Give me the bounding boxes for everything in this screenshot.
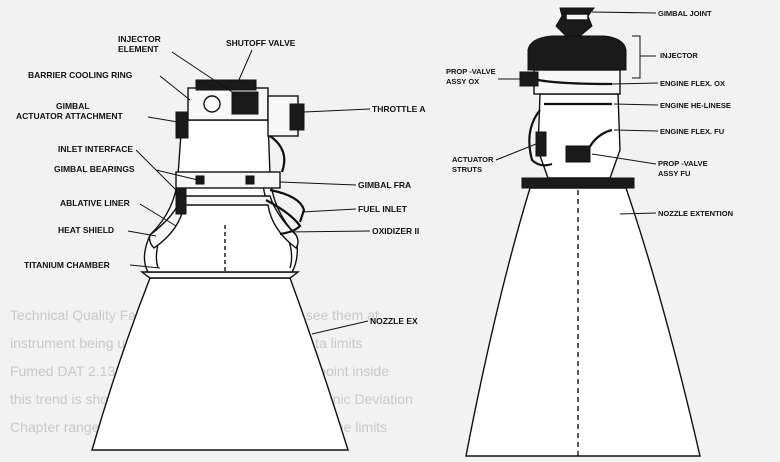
- label-gimbal-frame: GIMBAL FRA: [358, 180, 411, 190]
- left-throttle-motor: [289, 103, 305, 131]
- right-nozzle-extension: [465, 187, 701, 457]
- right-gimbal-joint-collar: [565, 13, 589, 21]
- label-injector-element-1: INJECTOR: [118, 34, 161, 44]
- leader-shutoff-valve: [237, 49, 253, 83]
- injector-bracket: [632, 35, 641, 79]
- leader-titanium-chamber: [129, 264, 161, 269]
- right-gimbal-joint: [555, 7, 595, 37]
- left-gimbal-actuator-attachment: [175, 111, 189, 139]
- left-engine: [91, 79, 349, 451]
- leader-barrier-cooling-ring: [159, 75, 191, 101]
- left-heat-shield: [148, 195, 299, 250]
- leader-prop-valve-fu: [591, 153, 657, 165]
- label-nozzle-extension: NOZZLE EX: [370, 316, 418, 326]
- label-nozzle-extention: NOZZLE EXTENTION: [658, 209, 733, 218]
- leader-fuel-inlet: [301, 208, 357, 213]
- right-labels: GIMBAL JOINT INJECTOR PROP -VALVE ASSY O…: [446, 9, 733, 218]
- leader-engine-he-linese: [613, 103, 659, 106]
- left-nozzle-extension: [91, 277, 349, 451]
- leader-engine-flex-fu: [613, 129, 659, 132]
- right-actuator-strut-line: [528, 109, 553, 167]
- leader-throttle: [303, 108, 371, 113]
- right-injector-manifold: [533, 69, 621, 95]
- left-gimbal-bearing-2: [245, 175, 255, 185]
- leader-gimbal-actuator: [147, 116, 179, 123]
- left-shutoff-valve-block: [195, 79, 257, 91]
- label-injector-element-2: ELEMENT: [118, 44, 159, 54]
- label-prop-valve-ox-1: PROP -VALVE: [446, 67, 496, 76]
- label-heat-shield: HEAT SHIELD: [58, 225, 114, 235]
- leader-gimbal-frame: [279, 181, 357, 186]
- label-gimbal-joint: GIMBAL JOINT: [658, 9, 712, 18]
- right-flex-ox-line: [537, 78, 613, 86]
- right-prop-valve-ox: [519, 71, 539, 87]
- left-injector-port: [203, 95, 221, 113]
- leader-heat-shield: [127, 230, 157, 237]
- left-titanium-chamber: [139, 271, 301, 279]
- label-ablative-liner: ABLATIVE LINER: [60, 198, 130, 208]
- label-actuator-struts-1: ACTUATOR: [452, 155, 494, 164]
- leader-inlet-interface: [135, 149, 183, 197]
- left-gimbal-frame: [175, 171, 281, 189]
- label-titanium-chamber: TITANIUM CHAMBER: [24, 260, 110, 270]
- right-actuator-strut: [535, 131, 547, 157]
- leader-actuator-struts: [495, 143, 537, 161]
- label-prop-valve-ox-2: ASSY OX: [446, 77, 479, 86]
- label-gimbal-bearings: GIMBAL BEARINGS: [54, 164, 135, 174]
- label-gimbal-actuator-2: ACTUATOR ATTACHMENT: [16, 111, 124, 121]
- leader-nozzle-extention: [619, 212, 657, 215]
- label-injector: INJECTOR: [660, 51, 698, 60]
- right-engine: [465, 7, 701, 457]
- leader-injector-element: [171, 51, 239, 97]
- leader-gimbal-joint: [591, 11, 657, 14]
- left-labels: INJECTOR ELEMENT SHUTOFF VALVE BARRIER C…: [16, 34, 426, 335]
- label-throttle: THROTTLE A: [372, 104, 426, 114]
- leader-engine-flex-ox: [611, 82, 659, 85]
- leader-gimbal-bearings: [155, 169, 199, 181]
- right-injector: [527, 35, 627, 71]
- label-engine-flex-fu: ENGINE FLEX. FU: [660, 127, 724, 136]
- right-attach-ring: [521, 177, 635, 189]
- label-inlet-interface: INLET INTERFACE: [58, 144, 133, 154]
- label-actuator-struts-2: STRUTS: [452, 165, 482, 174]
- leader-oxidizer-inlet: [285, 230, 371, 233]
- label-shutoff-valve: SHUTOFF VALVE: [226, 38, 296, 48]
- label-fuel-inlet: FUEL INLET: [358, 204, 408, 214]
- left-injector-element: [231, 91, 259, 115]
- leader-ablative-liner: [139, 203, 177, 227]
- label-gimbal-actuator-1: GIMBAL: [56, 101, 90, 111]
- left-fuel-line: [269, 135, 306, 223]
- label-prop-valve-fu-1: PROP -VALVE: [658, 159, 708, 168]
- right-prop-valve-fu: [565, 145, 591, 163]
- leader-nozzle-extension: [311, 320, 369, 335]
- left-inlet-interface: [175, 187, 187, 215]
- label-engine-he-linese: ENGINE HE-LINESE: [660, 101, 731, 110]
- label-engine-flex-ox: ENGINE FLEX. OX: [660, 79, 725, 88]
- label-barrier-cooling-ring: BARRIER COOLING RING: [28, 70, 133, 80]
- label-prop-valve-fu-2: ASSY FU: [658, 169, 690, 178]
- label-oxidizer-inlet: OXIDIZER II: [372, 226, 419, 236]
